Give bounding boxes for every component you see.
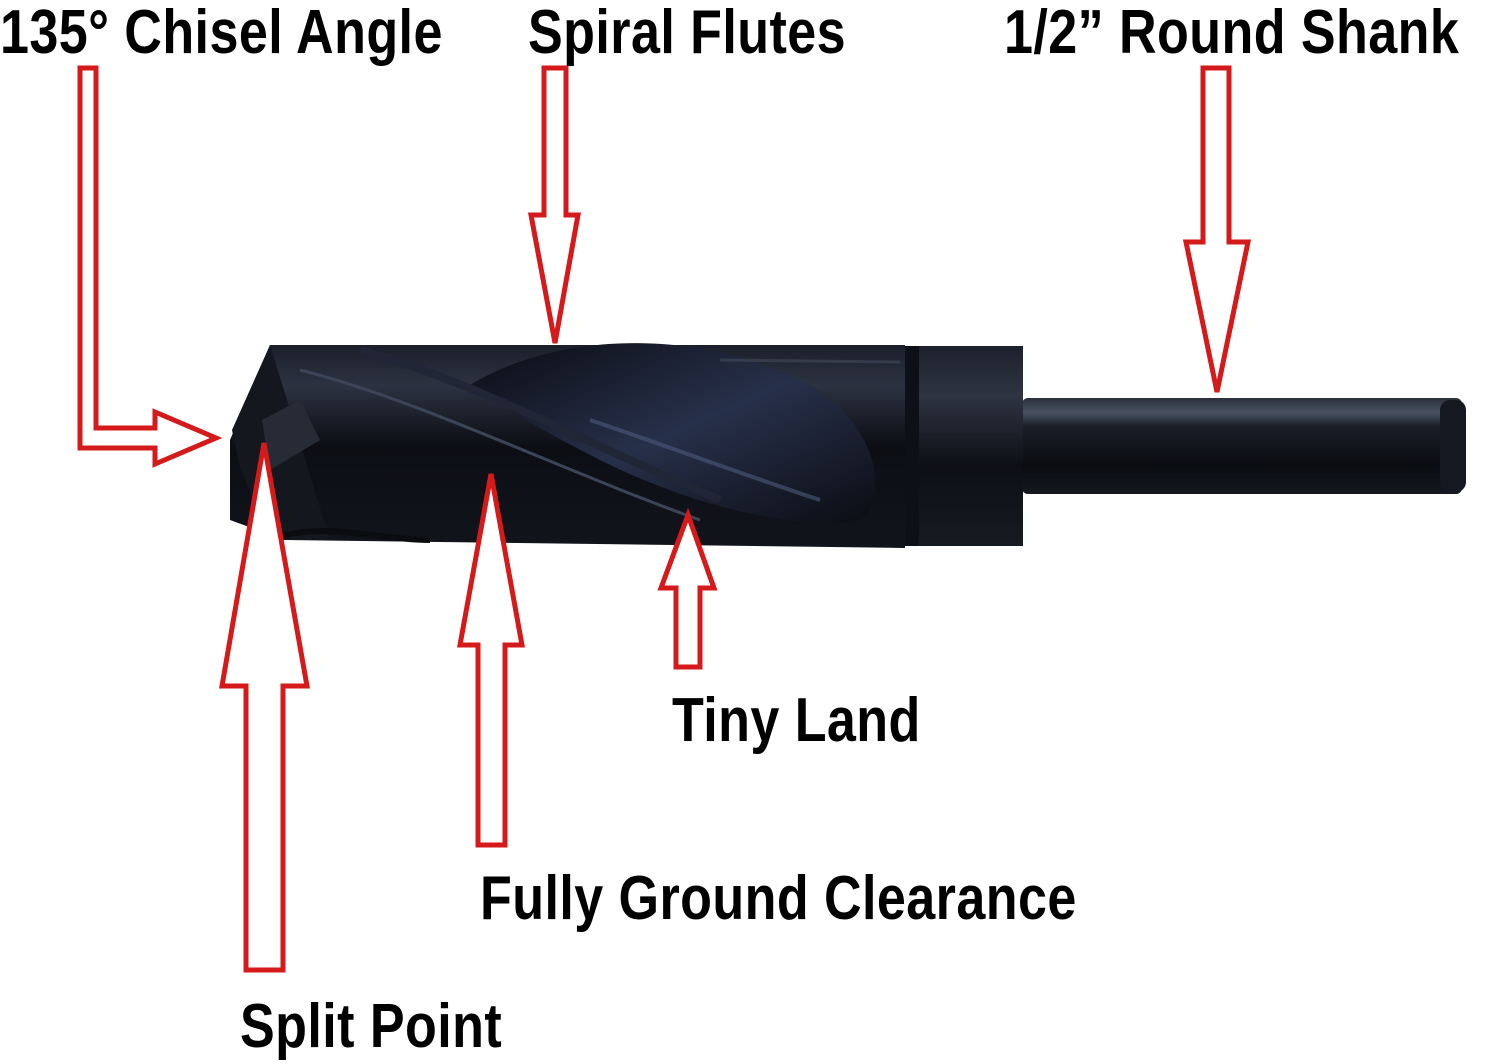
label-spiral-flutes: Spiral Flutes (528, 0, 847, 67)
arrow-round-shank-icon (1182, 65, 1252, 393)
label-chisel-angle: 135° Chisel Angle (0, 0, 443, 67)
shank (1022, 398, 1466, 494)
arrow-chisel-angle-icon (77, 65, 223, 468)
drill-body (230, 343, 905, 548)
arrow-spiral-flutes-icon (527, 65, 581, 344)
label-tiny-land: Tiny Land (672, 686, 921, 755)
arrow-split-point-icon (219, 442, 310, 973)
arrow-tiny-land-icon (657, 507, 718, 670)
collar (905, 346, 1023, 546)
label-fully-ground-clearance: Fully Ground Clearance (480, 864, 1077, 933)
arrow-fully-ground-clearance-icon (457, 473, 525, 848)
label-round-shank: 1/2” Round Shank (1004, 0, 1460, 67)
label-split-point: Split Point (240, 992, 503, 1061)
